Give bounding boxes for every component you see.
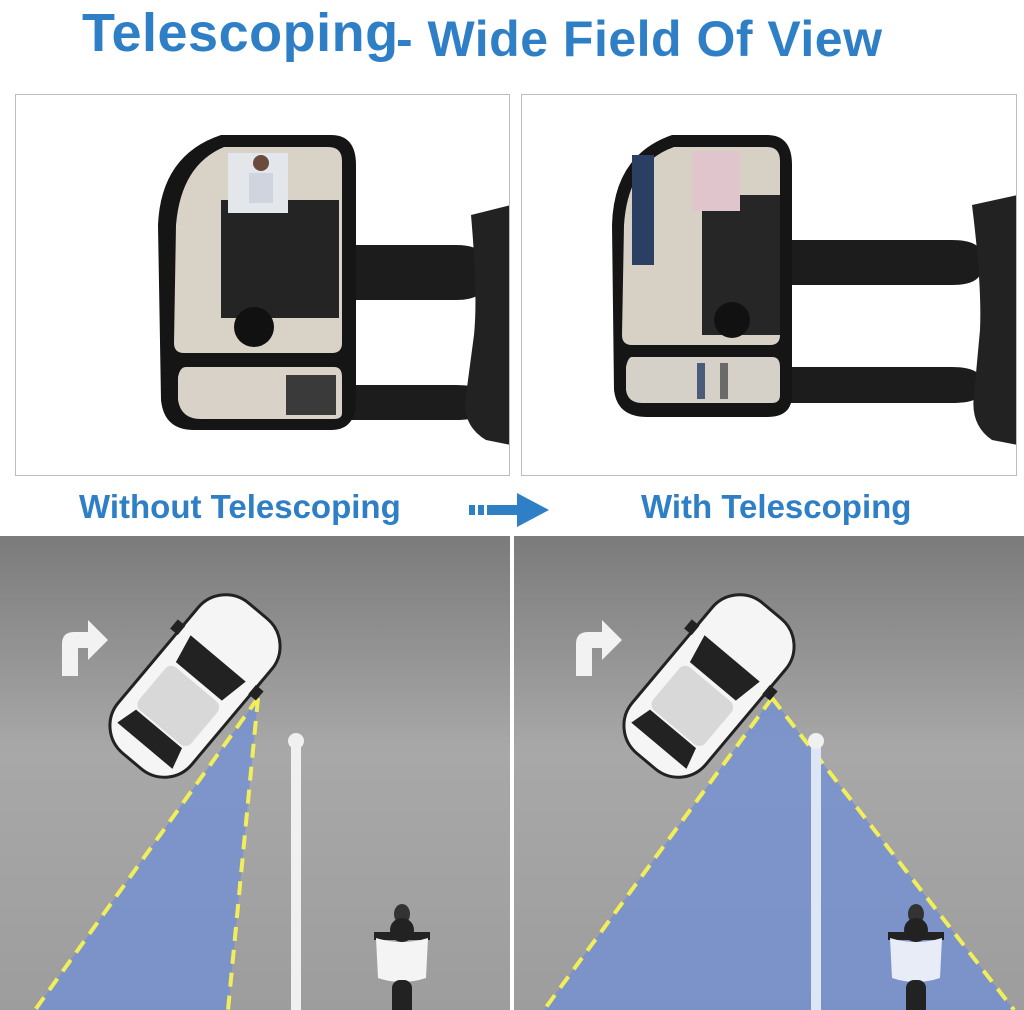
arrow-right-icon bbox=[467, 490, 557, 530]
mirror-photo-without-telescoping bbox=[15, 94, 510, 476]
caption-with-telescoping: With Telescoping bbox=[641, 488, 912, 525]
headline: Telescoping - Wide Field Of View bbox=[0, 0, 1024, 90]
mirror-photo-with-telescoping bbox=[521, 94, 1017, 476]
headline-part-1: Telescoping bbox=[82, 3, 399, 63]
headline-part-2: - Wide Field Of View bbox=[396, 11, 883, 67]
caption-without-telescoping: Without Telescoping bbox=[79, 488, 401, 525]
road-scene-with-telescoping bbox=[514, 536, 1024, 1010]
road-scene-without-telescoping bbox=[0, 536, 510, 1010]
turn-right-arrow-icon bbox=[576, 620, 622, 676]
turn-right-arrow-icon bbox=[62, 620, 108, 676]
